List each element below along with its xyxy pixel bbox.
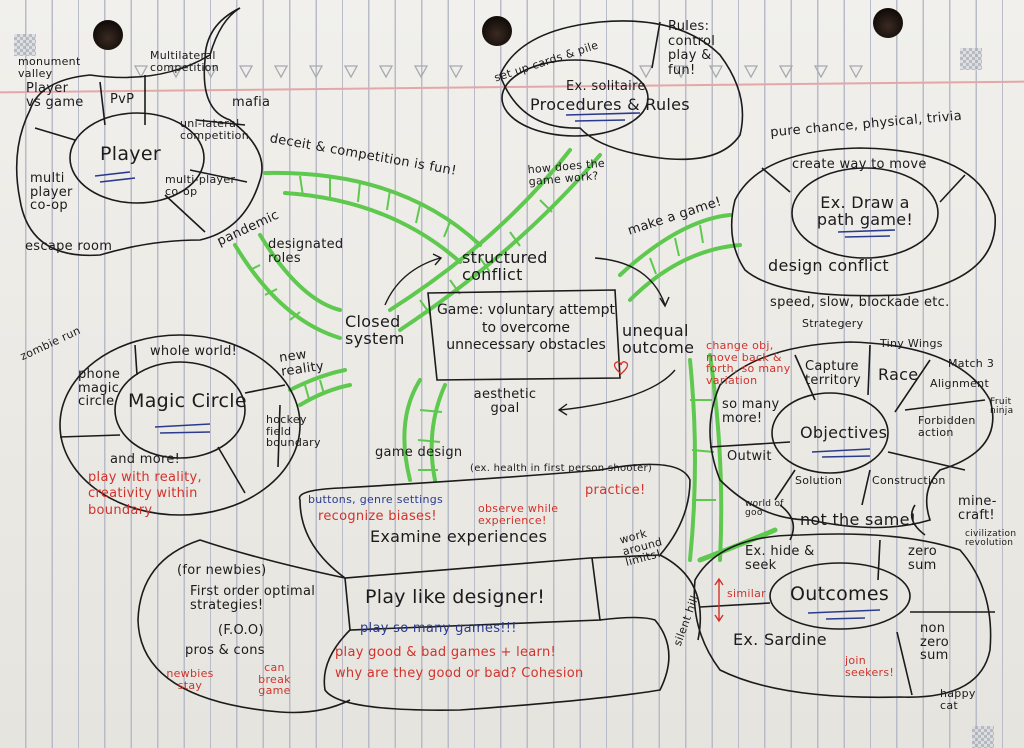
- objective-segment: Capture territory: [805, 359, 861, 388]
- aesthetic-goal-label: aesthetic goal: [473, 387, 537, 416]
- objective-example: Tiny Wings: [880, 337, 943, 350]
- title-underlines: [94, 112, 896, 620]
- player-example: escape room: [25, 239, 113, 254]
- objective-segment: Race: [878, 365, 919, 384]
- ladder-rungs: [249, 175, 716, 501]
- buttons-note: buttons, genre settings: [308, 493, 444, 506]
- similar-note: similar: [727, 587, 766, 600]
- objectives-title: Objectives: [800, 423, 888, 442]
- examine-label: Examine experiences: [370, 527, 548, 546]
- objective-example: mine-craft!: [958, 494, 997, 523]
- conflict-bottom: design conflict: [768, 256, 889, 275]
- player-example: monument valley: [18, 55, 81, 80]
- happy-cat-note: happy cat: [940, 687, 976, 712]
- not-same-label: not the same!: [800, 510, 917, 529]
- player-segment: multi player co-op: [30, 171, 73, 214]
- magic-circle-segment: phone magic circle: [78, 367, 121, 410]
- conflict-below: speed, slow, blockade etc.: [770, 295, 950, 310]
- objective-segment: Outwit: [727, 449, 772, 464]
- corner-marker: [14, 34, 36, 56]
- why-good-bad-note: why are they good or bad? Cohesion: [335, 666, 584, 681]
- recognize-note: recognize biases!: [318, 509, 437, 524]
- magic-circle-segment: hockey field boundary: [266, 413, 321, 450]
- player-segment: multi-player co-op: [165, 173, 236, 198]
- binder-hole: [93, 20, 123, 50]
- binder-hole: [482, 16, 512, 46]
- outcomes-title: Outcomes: [790, 583, 890, 605]
- foos-label: First order optimal strategies!: [190, 584, 316, 613]
- join-seekers-note: join seekers!: [845, 654, 895, 679]
- magic-circle-red-note: play with reality, creativity within bou…: [88, 470, 202, 518]
- objectives-red-note: change obj, move back & forth, so many v…: [706, 339, 791, 387]
- objective-example: Match 3: [948, 357, 995, 370]
- player-title: Player: [100, 143, 161, 165]
- outline-shapes: [15, 7, 996, 714]
- pros-cons-label: pros & cons: [185, 643, 265, 658]
- newbies-stay-note: newbies stay: [166, 667, 214, 692]
- player-segment: PvP: [110, 92, 135, 107]
- can-break-note: can break game: [258, 661, 291, 698]
- objective-example: civilization revolution: [965, 529, 1017, 549]
- objective-example: Fruit ninja: [990, 397, 1014, 417]
- designated-roles-label: designated roles: [268, 237, 344, 266]
- magic-circle-title: Magic Circle: [128, 390, 247, 412]
- magic-circle-segment: and more!: [110, 452, 181, 467]
- objective-segment: so many more!: [722, 397, 780, 426]
- objective-segment: Solution: [795, 474, 843, 487]
- player-segment: Player vs game: [26, 81, 84, 110]
- conflict-title: Ex. Draw a path game!: [816, 193, 914, 229]
- observe-note: observe while experience!: [478, 502, 559, 527]
- rules-title: Procedures & Rules: [530, 95, 690, 114]
- heart-icon: [613, 361, 629, 375]
- player-example: mafia: [232, 95, 271, 110]
- player-segment: uni-lateral competition: [180, 117, 249, 142]
- play-many-note: play so many games!!!: [360, 621, 517, 636]
- newbies-label: (for newbies): [177, 563, 267, 578]
- outcome-segment: non zero sum: [920, 621, 950, 664]
- outcome-segment: zero sum: [908, 544, 938, 573]
- arrows: [384, 253, 676, 416]
- objective-segment: Construction: [872, 474, 946, 487]
- objective-example: world of goo: [745, 499, 784, 519]
- closed-system-label: Closed system: [345, 312, 405, 348]
- game-definition: Game: voluntary attempt to overcome unne…: [436, 302, 616, 353]
- example-note: (ex. health in first person shooter): [470, 463, 653, 474]
- ladder-connectors: [233, 148, 778, 563]
- objective-example: Strategery: [802, 317, 864, 330]
- objective-segment: Forbidden action: [918, 414, 976, 439]
- rules-example: Ex. solitaire: [566, 79, 646, 94]
- game-design-label: game design: [375, 445, 463, 460]
- structured-conflict-label: structured conflict: [462, 248, 548, 284]
- rules-note: Rules: control play & fun!: [668, 19, 716, 78]
- foo-label: (F.O.O): [218, 623, 264, 638]
- practice-note: practice!: [585, 483, 646, 498]
- play-like-designer-title: Play like designer!: [365, 586, 546, 608]
- binder-hole: [873, 8, 903, 38]
- corner-marker: [960, 48, 982, 70]
- player-example: Multilateral competition: [150, 49, 219, 74]
- similar-arrow-icon: [714, 577, 724, 623]
- magic-circle-segment: whole world!: [150, 344, 238, 359]
- corner-marker: [972, 726, 994, 748]
- play-good-bad-note: play good & bad games + learn!: [335, 645, 557, 660]
- unequal-outcome-label: unequal outcome: [622, 321, 695, 357]
- triangle-row: [133, 65, 864, 79]
- outcome-segment: Ex. hide & seek: [745, 544, 815, 573]
- objective-segment: Alignment: [930, 377, 990, 390]
- conflict-top: create way to move: [792, 157, 927, 172]
- outcome-segment: Ex. Sardine: [733, 630, 827, 649]
